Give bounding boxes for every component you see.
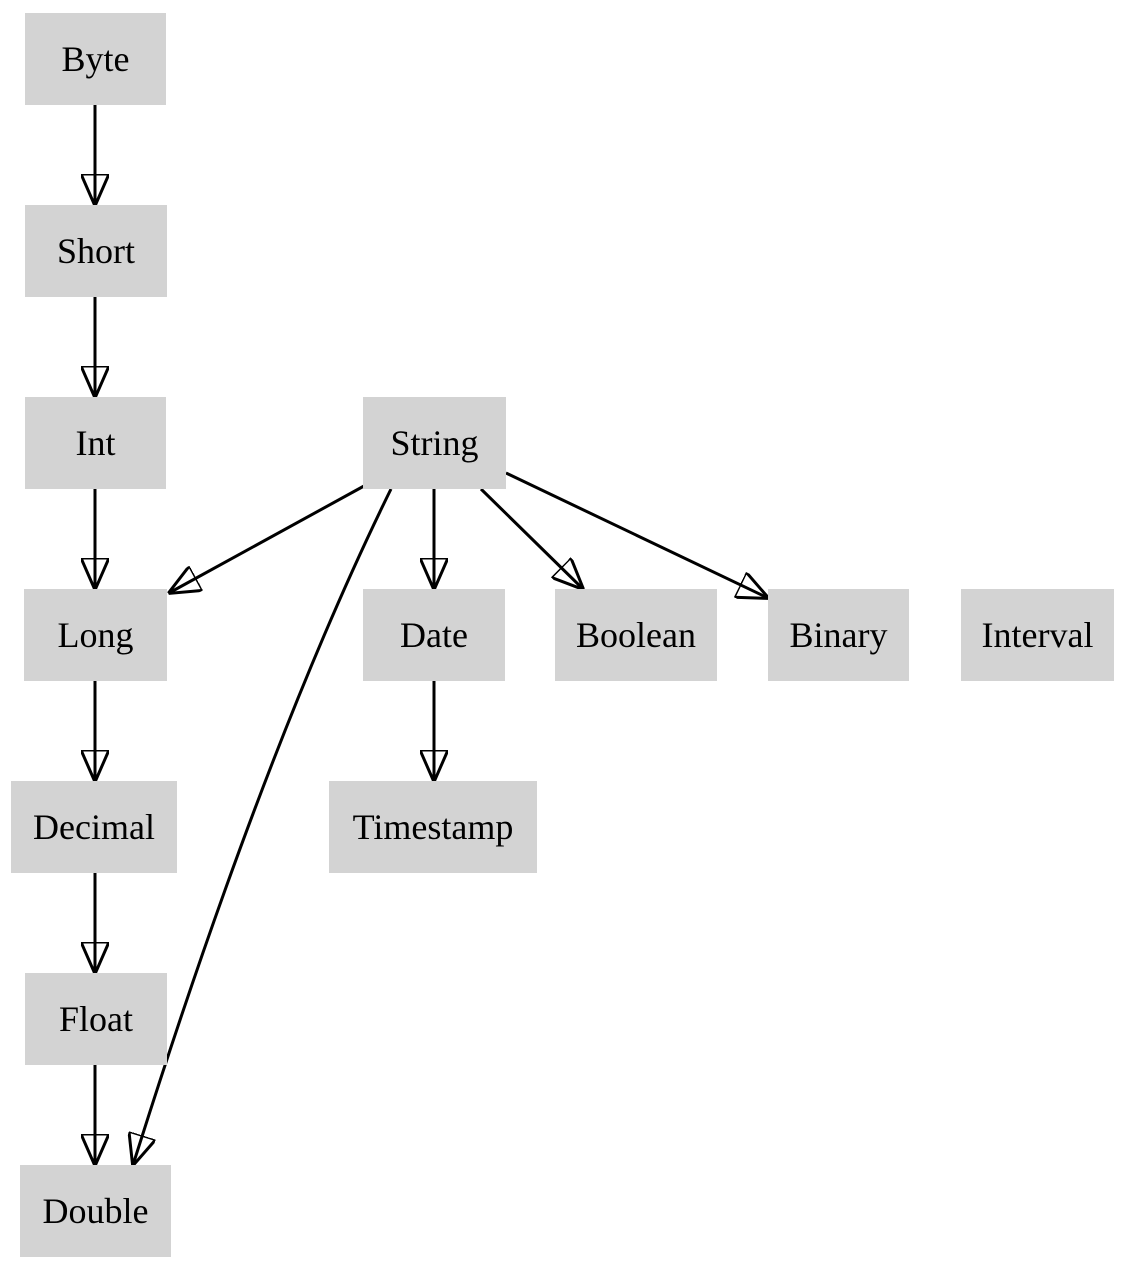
node-short-label: Short <box>56 231 135 271</box>
node-date: Date <box>363 589 505 681</box>
node-interval: Interval <box>961 589 1114 681</box>
node-double: Double <box>20 1165 171 1257</box>
node-date-label: Date <box>400 615 468 655</box>
edge-string-long <box>169 484 365 593</box>
node-byte: Byte <box>25 13 166 105</box>
node-decimal: Decimal <box>11 781 177 873</box>
node-short: Short <box>25 205 167 297</box>
node-binary: Binary <box>768 589 909 681</box>
node-long: Long <box>24 589 167 681</box>
node-float: Float <box>25 973 167 1065</box>
node-boolean: Boolean <box>555 589 717 681</box>
node-boolean-label: Boolean <box>576 615 696 655</box>
node-int-label: Int <box>75 423 116 463</box>
node-byte-label: Byte <box>61 39 130 79</box>
node-long-label: Long <box>57 615 134 655</box>
node-string: String <box>363 397 506 489</box>
node-timestamp: Timestamp <box>329 781 537 873</box>
node-int: Int <box>25 397 166 489</box>
edge-string-boolean <box>479 487 583 589</box>
edge-string-binary <box>505 471 768 598</box>
node-decimal-label: Decimal <box>33 807 155 847</box>
node-double-label: Double <box>42 1191 149 1231</box>
node-interval-label: Interval <box>981 615 1094 655</box>
node-string-label: String <box>390 423 479 463</box>
node-float-label: Float <box>58 999 133 1039</box>
node-timestamp-label: Timestamp <box>352 807 514 847</box>
node-binary-label: Binary <box>789 615 888 655</box>
